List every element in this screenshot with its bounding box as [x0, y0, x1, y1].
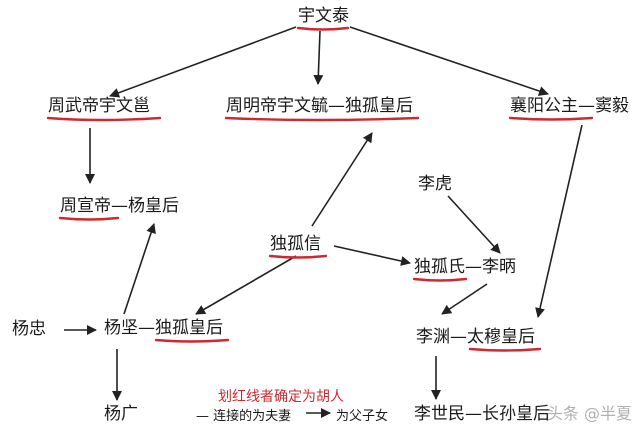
node-xiangyang: 襄阳公主—窦毅	[510, 96, 629, 116]
underline-yuwentai	[296, 26, 350, 31]
edge-yuwentai-to-zhoumingdi	[313, 30, 324, 85]
node-lishimin: 李世民—长孙皇后	[414, 404, 550, 424]
legend-parent-child: 为父子女	[336, 409, 389, 424]
node-yuwentai: 宇文泰	[298, 6, 349, 26]
watermark: 头条 @半夏	[546, 404, 632, 423]
node-yangjian: 杨坚—独孤皇后	[104, 318, 223, 338]
node-zhouxuandi: 周宣帝—杨皇后	[60, 196, 179, 216]
node-dugushi: 独孤氏—李昞	[414, 257, 516, 277]
node-zhouwudi: 周武帝宇文邕	[48, 96, 150, 116]
edge-yuwentai-to-zhouwudi	[109, 26, 297, 98]
underline-xiangyang	[508, 116, 594, 121]
node-liyuan: 李渊—太穆皇后	[416, 327, 535, 347]
underline-dugushi	[412, 277, 468, 282]
underline-liyuan-taimu	[468, 347, 542, 352]
node-duguxin: 独孤信	[270, 234, 321, 254]
underline-duguxin	[268, 254, 328, 259]
node-lihu: 李虎	[418, 174, 452, 194]
underline-yangjian-dugu	[154, 338, 230, 343]
edge-xiangyang-to-liyuan	[535, 124, 583, 318]
edge-lihu-to-duguli	[447, 195, 501, 254]
node-yangzhong: 杨忠	[12, 319, 46, 339]
edge-yangjian-to-zhouxuandi	[123, 223, 156, 315]
edge-dugushi-to-liyuan	[441, 283, 488, 315]
edge-duguxin-to-zhoumingdi	[311, 132, 373, 227]
underline-zhouxuandi-xiaoren	[58, 216, 120, 221]
legend-couple: — 连接的为夫妻	[196, 409, 292, 424]
edge-duguxin-to-yangjian	[195, 255, 297, 315]
edge-yuwentai-to-xiangyang	[349, 26, 549, 96]
node-zhoumingdi: 周明帝宇文毓—独孤皇后	[226, 96, 413, 116]
node-yangguang: 杨广	[104, 404, 138, 424]
legend-red-underline-note: 划红线者确定为胡人	[218, 389, 344, 405]
edge-duguxin-to-dugushi	[333, 245, 411, 266]
underline-zhoumingdi	[224, 116, 420, 122]
underline-zhouwudi	[46, 116, 162, 122]
